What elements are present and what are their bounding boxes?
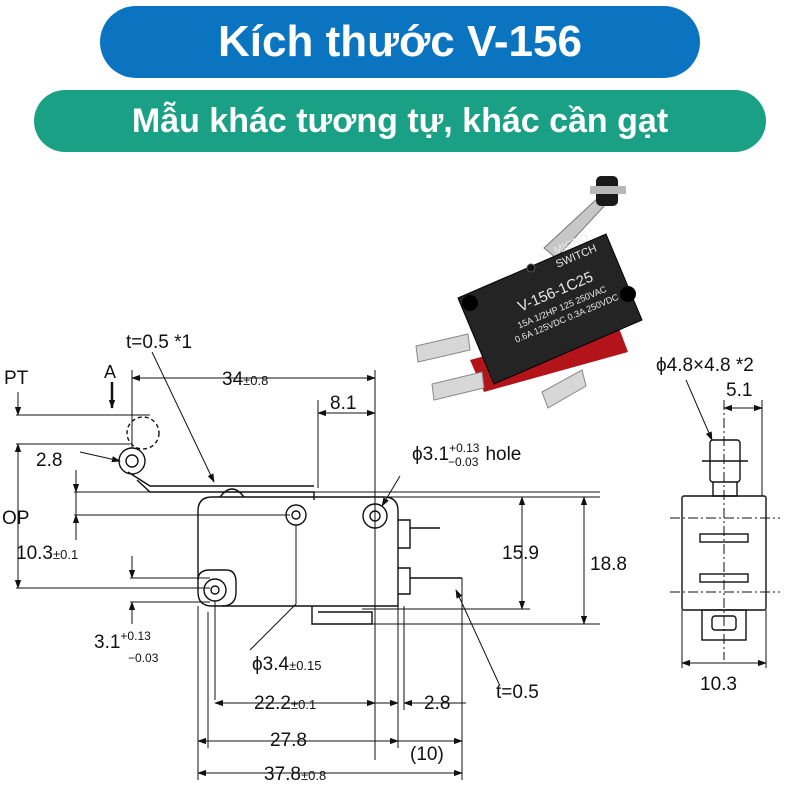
label-pt: PT xyxy=(4,368,29,389)
front-dimension-lines xyxy=(14,351,600,780)
label-dim-34: 34±0.8 xyxy=(222,369,268,390)
terminal-upper xyxy=(398,519,411,549)
title-banner: Kích thước V-156 xyxy=(100,6,700,78)
left-hole xyxy=(203,578,227,602)
roller-free-position xyxy=(126,416,160,450)
label-thickness-bottom: t=0.5 xyxy=(496,682,539,703)
label-dim-18-8: 18.8 xyxy=(590,554,627,575)
lever-outline xyxy=(127,471,314,487)
side-dimension-lines xyxy=(670,379,780,668)
label-dim-2-8-left: 2.8 xyxy=(36,450,62,471)
label-arrow-a: A xyxy=(104,362,116,382)
terminal-1 xyxy=(415,333,471,363)
label-side-roller: ϕ4.8×4.8 *2 xyxy=(656,355,754,376)
label-op: OP xyxy=(2,508,29,529)
label-side-10-3: 10.3 xyxy=(700,674,737,695)
label-side-5-1: 5.1 xyxy=(726,380,752,401)
product-photo: MICRO SWITCH V-156-1C25 15A 1/2HP 125 25… xyxy=(415,176,643,409)
left-hole-inner xyxy=(210,585,220,595)
front-view xyxy=(118,416,462,625)
mount-hole-left xyxy=(462,295,478,311)
label-thickness-top: t=0.5 *1 xyxy=(126,332,192,353)
center-hole-inner xyxy=(291,510,301,520)
mount-hole-right xyxy=(620,286,636,302)
label-dim-10-3: 10.3±0.1 xyxy=(16,543,78,564)
label-dim-8-1: 8.1 xyxy=(330,393,356,414)
housing-outline xyxy=(197,496,399,607)
left-hole-boss xyxy=(197,569,237,607)
page-subtitle: Mẫu khác tương tự, khác cần gạt xyxy=(131,102,669,140)
terminal-lower xyxy=(398,567,411,595)
label-dim-10-paren: (10) xyxy=(410,744,444,765)
switch-body xyxy=(457,233,643,385)
subtitle-banner: Mẫu khác tương tự, khác cần gạt xyxy=(34,90,766,152)
plunger xyxy=(526,263,536,273)
label-dim-27-8: 27.8 xyxy=(270,730,307,751)
label-dim-15-9: 15.9 xyxy=(502,543,539,564)
side-dimension-labels: ϕ4.8×4.8 *2 5.1 10.3 xyxy=(656,355,754,695)
roller-hub xyxy=(125,454,139,468)
label-dim-22-2: 22.2±0.1 xyxy=(254,693,316,714)
page-title: Kích thước V-156 xyxy=(218,17,582,66)
terminal-2 xyxy=(431,371,485,401)
label-dim-3-1-tol-down: −0.03 xyxy=(128,651,159,665)
label-dim-3-1: 3.1+0.13 xyxy=(94,629,151,653)
front-dimension-labels: PT OP A t=0.5 *1 34±0.8 8.1 2.8 ϕ3.1+0.1… xyxy=(2,332,627,785)
label-dim-37-8: 37.8±0.8 xyxy=(264,764,326,785)
label-hole-top-tol-down: −0.03 xyxy=(448,455,479,469)
label-dim-3-4: ϕ3.4±0.15 xyxy=(252,654,322,675)
plunger-bump xyxy=(219,488,245,498)
side-lever xyxy=(712,482,738,497)
roller-outline xyxy=(118,447,146,475)
roller-axle xyxy=(590,186,626,194)
terminal-3 xyxy=(541,369,587,409)
label-dim-2-8-right: 2.8 xyxy=(424,693,450,714)
